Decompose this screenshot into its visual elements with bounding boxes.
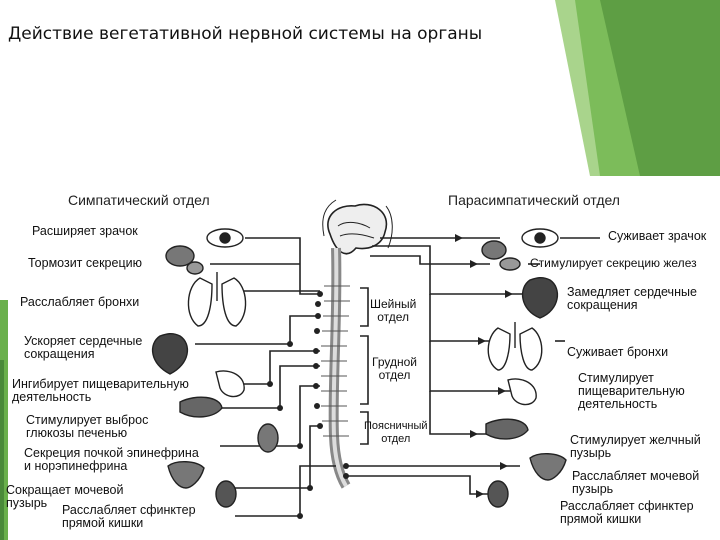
region-cervical: Шейный отдел — [370, 297, 417, 324]
lungs-icon — [187, 272, 247, 327]
kidney-icon — [257, 423, 279, 453]
lungs-icon — [487, 322, 543, 371]
rectum-icon — [215, 480, 237, 508]
para-effect-digestion: Стимулирует пищеварительную деятельность — [578, 371, 685, 411]
eye-icon — [206, 228, 244, 248]
sympathetic-title: Симпатический отдел — [68, 192, 210, 208]
rectum-icon — [487, 480, 509, 508]
salivary-gland-icon — [165, 245, 204, 275]
symp-effect-adrenal: Секреция почкой эпинефрина и норэпинефри… — [24, 446, 199, 473]
slide-title: Действие вегетативной нервной системы на… — [8, 24, 483, 44]
heart-icon — [521, 277, 559, 319]
symp-effect-heart: Ускоряет сердечные сокращения — [24, 334, 143, 361]
para-effect-rectum: Расслабляет сфинктер прямой кишки — [560, 499, 694, 526]
region-thoracic: Грудной отдел — [372, 355, 417, 382]
region-lumbar: Поясничный отдел — [364, 420, 428, 445]
para-effect-secretion: Стимулирует секрецию желез — [530, 256, 697, 270]
stomach-icon — [215, 370, 245, 398]
bladder-icon — [529, 453, 567, 481]
brain-icon — [327, 203, 388, 255]
symp-effect-bronchi: Расслабляет бронхи — [20, 295, 140, 309]
para-effect-bladder: Расслабляет мочевой пузырь — [572, 469, 700, 496]
symp-effect-digestion: Ингибирует пищеварительную деятельность — [12, 377, 189, 404]
salivary-gland-icon — [481, 240, 521, 271]
para-effect-pupil: Суживает зрачок — [608, 229, 707, 243]
parasympathetic-organs — [481, 228, 567, 508]
stomach-icon — [507, 378, 537, 406]
para-effect-gallbladder: Стимулирует желчный пузырь — [570, 433, 701, 460]
para-effect-heart: Замедляет сердечные сокращения — [567, 285, 697, 312]
liver-icon — [179, 396, 223, 418]
bladder-icon — [167, 461, 205, 489]
liver-icon — [485, 418, 529, 440]
symp-effect-rectum: Расслабляет сфинктер прямой кишки — [62, 503, 196, 530]
parasympathetic-title: Парасимпатический отдел — [448, 192, 620, 208]
eye-icon — [521, 228, 559, 248]
para-effect-bronchi: Суживает бронхи — [567, 345, 669, 359]
symp-effect-glucose: Стимулирует выброс глюкозы печенью — [26, 413, 149, 440]
symp-effect-secretion: Тормозит секрецию — [28, 256, 142, 270]
symp-effect-pupil: Расширяет зрачок — [32, 224, 138, 238]
sympathetic-organs — [151, 228, 279, 508]
diagram-lines — [151, 199, 600, 519]
symp-effect-bladder: Сокращает мочевой пузырь — [6, 483, 124, 510]
ans-diagram: Симпатический отдел Парасимпатический от… — [0, 176, 720, 540]
heart-icon — [151, 333, 189, 375]
